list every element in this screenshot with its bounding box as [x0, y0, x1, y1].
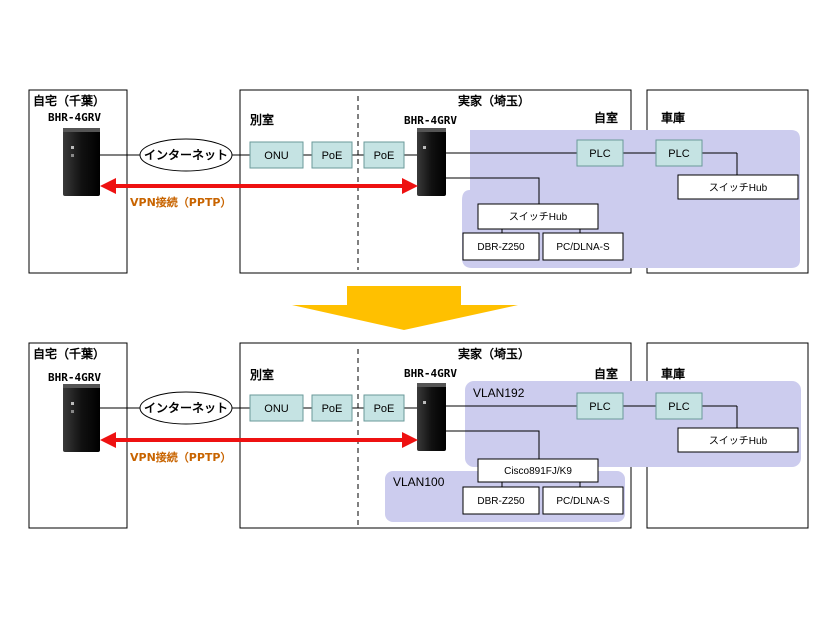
vpn-arrow — [100, 178, 418, 194]
cisco-label: Cisco891FJ/K9 — [504, 466, 572, 477]
internet-cloud — [139, 391, 233, 425]
plc-box-2 — [655, 392, 703, 420]
cisco-box — [477, 458, 599, 483]
plc-label-1: PLC — [589, 148, 610, 160]
garage-hub-box — [677, 174, 799, 200]
arrow-down-icon — [292, 286, 518, 330]
onu-label: ONU — [264, 150, 289, 162]
myroom-label: 自室 — [594, 110, 618, 125]
plc-box-1 — [576, 139, 624, 167]
garage-label: 車庫 — [661, 110, 685, 125]
parents-router-label: BHR-4GRV — [404, 114, 457, 127]
dbr-label: DBR-Z250 — [477, 496, 525, 507]
poe-box-1 — [311, 394, 353, 422]
plc-label-2: PLC — [668, 148, 689, 160]
poe-box-2 — [363, 141, 405, 169]
router-icon — [417, 128, 446, 196]
dbr-label: DBR-Z250 — [477, 242, 525, 253]
plc-label-2: PLC — [668, 401, 689, 413]
plc-box-2 — [655, 139, 703, 167]
vpn-label: VPN接続（PPTP） — [130, 450, 231, 464]
garage-label: 車庫 — [661, 366, 685, 381]
pc-label: PC/DLNA-S — [556, 242, 610, 253]
diagram-after: 自宅（千葉） BHR-4GRV 実家（埼玉） BHR-4GRV 別室 自室 車庫… — [28, 342, 809, 529]
internet-cloud — [139, 138, 233, 172]
router-icon — [417, 383, 446, 451]
pc-box — [542, 486, 624, 515]
onu-box — [249, 141, 304, 169]
home-router-label: BHR-4GRV — [48, 371, 101, 384]
onu-label: ONU — [264, 403, 289, 415]
parents-router-label: BHR-4GRV — [404, 367, 457, 380]
plc-box-1 — [576, 392, 624, 420]
internet-label: インターネット — [144, 148, 228, 162]
annex-label: 別室 — [249, 367, 274, 382]
plc-label-1: PLC — [589, 401, 610, 413]
onu-box — [249, 394, 304, 422]
annex-label: 別室 — [249, 112, 274, 127]
main-hub-box — [477, 203, 599, 230]
pc-box — [542, 232, 624, 261]
diagram-before: 自宅（千葉） BHR-4GRV 実家（埼玉） BHR-4GRV 別室 自室 車庫… — [28, 89, 809, 274]
poe-label-1: PoE — [322, 403, 343, 415]
router-icon — [63, 128, 100, 196]
garage-hub-label: スイッチHub — [709, 182, 768, 194]
router-icon — [63, 384, 100, 452]
poe-box-1 — [311, 141, 353, 169]
home-title: 自宅（千葉） — [33, 93, 105, 108]
vlan192-label: VLAN192 — [473, 386, 525, 400]
vpn-label: VPN接続（PPTP） — [130, 195, 231, 209]
home-router-label: BHR-4GRV — [48, 111, 101, 124]
poe-label-2: PoE — [374, 403, 395, 415]
garage-hub-box — [677, 427, 799, 453]
internet-label: インターネット — [144, 401, 228, 415]
parents-title: 実家（埼玉） — [458, 346, 530, 361]
poe-label-2: PoE — [374, 150, 395, 162]
poe-box-2 — [363, 394, 405, 422]
poe-label-1: PoE — [322, 150, 343, 162]
dbr-box — [462, 232, 540, 261]
garage-hub-label: スイッチHub — [709, 435, 768, 447]
myroom-label: 自室 — [594, 366, 618, 381]
pc-label: PC/DLNA-S — [556, 496, 610, 507]
dbr-box — [462, 486, 540, 515]
main-hub-label: スイッチHub — [509, 211, 568, 223]
home-title: 自宅（千葉） — [33, 346, 105, 361]
vlan100-label: VLAN100 — [393, 475, 445, 489]
parents-title: 実家（埼玉） — [458, 93, 530, 108]
vpn-arrow — [100, 432, 418, 448]
